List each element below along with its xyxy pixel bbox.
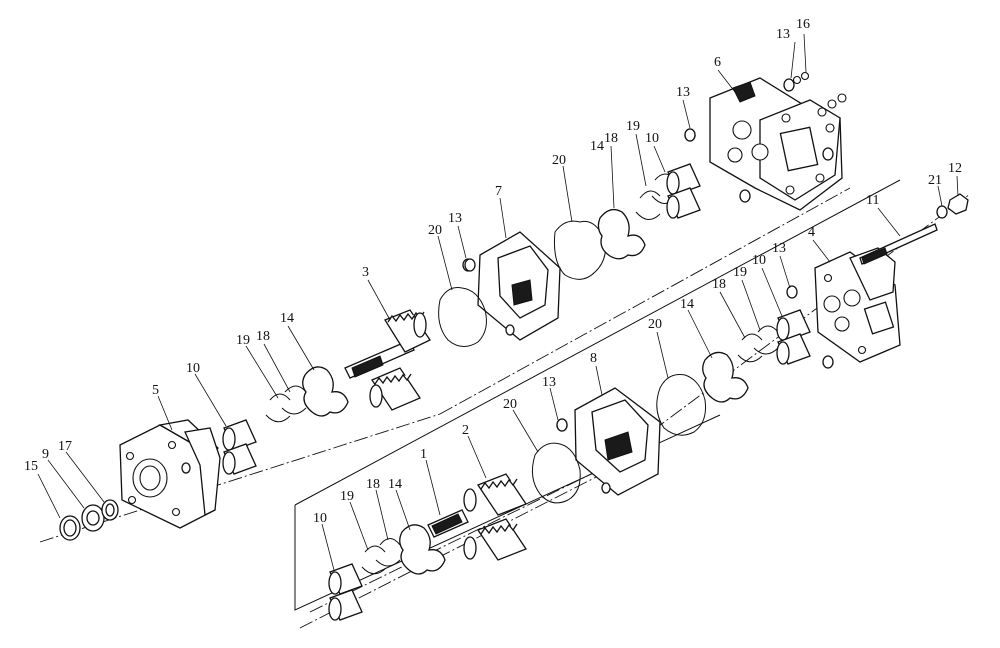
part-10-bushings — [222, 163, 811, 621]
part-6-rear-cover — [709, 77, 847, 211]
callout-20-housing8: 20 — [503, 397, 517, 412]
callout-20-housing7: 20 — [428, 223, 442, 238]
callout-16: 16 — [796, 17, 810, 32]
callout-14-lower: 14 — [388, 477, 402, 492]
callout-18-right: 18 — [712, 277, 726, 292]
part-11-12-21-stud-nut — [859, 193, 969, 265]
callout-8: 8 — [590, 351, 597, 366]
callout-13-cover4: 13 — [772, 241, 786, 256]
part-8-gear-housing — [556, 387, 661, 496]
part-1-shaft — [427, 509, 469, 538]
callout-21: 21 — [928, 173, 942, 188]
part-7-gear-housing — [462, 231, 561, 341]
callout-15: 15 — [24, 459, 38, 474]
section-divider — [294, 179, 901, 506]
part-20-gaskets — [438, 220, 706, 504]
part-13-pins — [464, 128, 696, 432]
callout-14-left: 14 — [280, 311, 294, 326]
axis-upper-right — [439, 187, 851, 415]
callout-5: 5 — [152, 383, 159, 398]
callout-11: 11 — [866, 193, 879, 208]
callout-3: 3 — [362, 265, 369, 280]
callout-4: 4 — [808, 225, 815, 240]
callout-2: 2 — [462, 423, 469, 438]
callout-labels: 6 13 16 13 10 19 18 14 20 7 13 20 3 14 1… — [24, 17, 962, 526]
callout-13-housing8: 13 — [542, 375, 556, 390]
callout-19-right: 19 — [733, 265, 747, 280]
callout-7: 7 — [495, 184, 502, 199]
part-18-19-seal-rings — [265, 173, 779, 575]
callout-12: 12 — [948, 161, 962, 176]
callout-10-upper: 10 — [645, 131, 659, 146]
callout-13-top: 13 — [776, 27, 790, 42]
callout-19-upper: 19 — [626, 119, 640, 134]
part-2-gears — [463, 473, 527, 561]
callout-1: 1 — [420, 447, 427, 462]
callout-18-lower: 18 — [366, 477, 380, 492]
part-3-drive-gear-shaft — [344, 309, 431, 411]
callout-18-upper: 18 — [604, 131, 618, 146]
part-4-cover — [786, 247, 901, 369]
callout-10-left: 10 — [186, 361, 200, 376]
callout-20-right: 20 — [648, 317, 662, 332]
part-15-9-17-seals — [59, 499, 119, 541]
axis-upper-left — [39, 413, 441, 543]
callout-18-left: 18 — [256, 329, 270, 344]
axis-lower-3 — [309, 449, 641, 613]
part-14-plates — [302, 208, 749, 575]
callout-20-upper: 20 — [552, 153, 566, 168]
callout-19-left: 19 — [236, 333, 250, 348]
part-5-flange-housing — [119, 419, 221, 529]
callout-10-lower: 10 — [313, 511, 327, 526]
callout-14-upper: 14 — [590, 139, 604, 154]
callout-6: 6 — [714, 55, 721, 70]
callout-10-right: 10 — [752, 253, 766, 268]
callout-19-lower: 19 — [340, 489, 354, 504]
callout-13-housing7: 13 — [448, 211, 462, 226]
callout-14-right: 14 — [680, 297, 694, 312]
callout-9: 9 — [42, 447, 49, 462]
section-bracket — [294, 414, 721, 611]
callout-13-cover6: 13 — [676, 85, 690, 100]
callout-17: 17 — [58, 439, 72, 454]
leader-lines — [37, 33, 959, 571]
